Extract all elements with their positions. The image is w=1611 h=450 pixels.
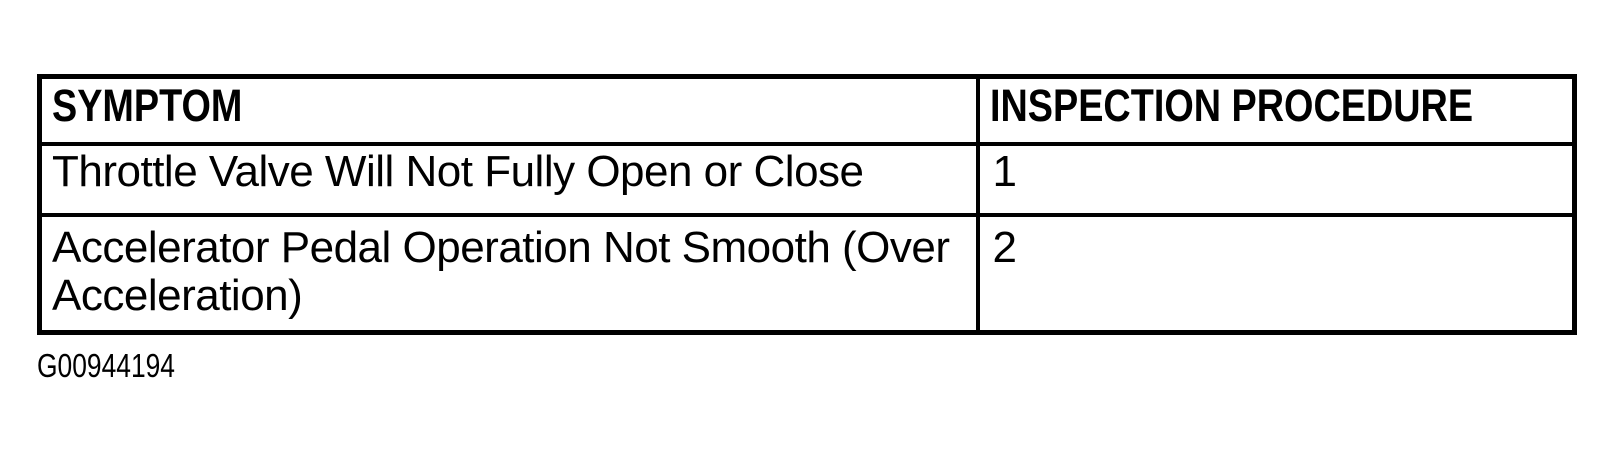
table-row: Throttle Valve Will Not Fully Open or Cl…	[37, 141, 1577, 217]
procedure-cell: 2	[975, 212, 1577, 335]
symptom-cell: Accelerator Pedal Operation Not Smooth (…	[37, 212, 980, 335]
column-header-inspection-procedure-label: INSPECTION PROCEDURE	[989, 80, 1473, 132]
column-header-inspection-procedure: INSPECTION PROCEDURE	[975, 74, 1577, 146]
table-header-row: SYMPTOM INSPECTION PROCEDURE	[37, 74, 1577, 146]
symptom-inspection-table: SYMPTOM INSPECTION PROCEDURE Throttle Va…	[37, 74, 1577, 335]
figure-id-text: G00944194	[37, 347, 175, 384]
column-header-symptom: SYMPTOM	[37, 74, 980, 146]
column-header-symptom-label: SYMPTOM	[52, 80, 243, 132]
procedure-cell: 1	[975, 141, 1577, 217]
figure-id-label: G00944194	[37, 347, 210, 385]
symptom-cell: Throttle Valve Will Not Fully Open or Cl…	[37, 141, 980, 217]
table-row: Accelerator Pedal Operation Not Smooth (…	[37, 212, 1577, 335]
